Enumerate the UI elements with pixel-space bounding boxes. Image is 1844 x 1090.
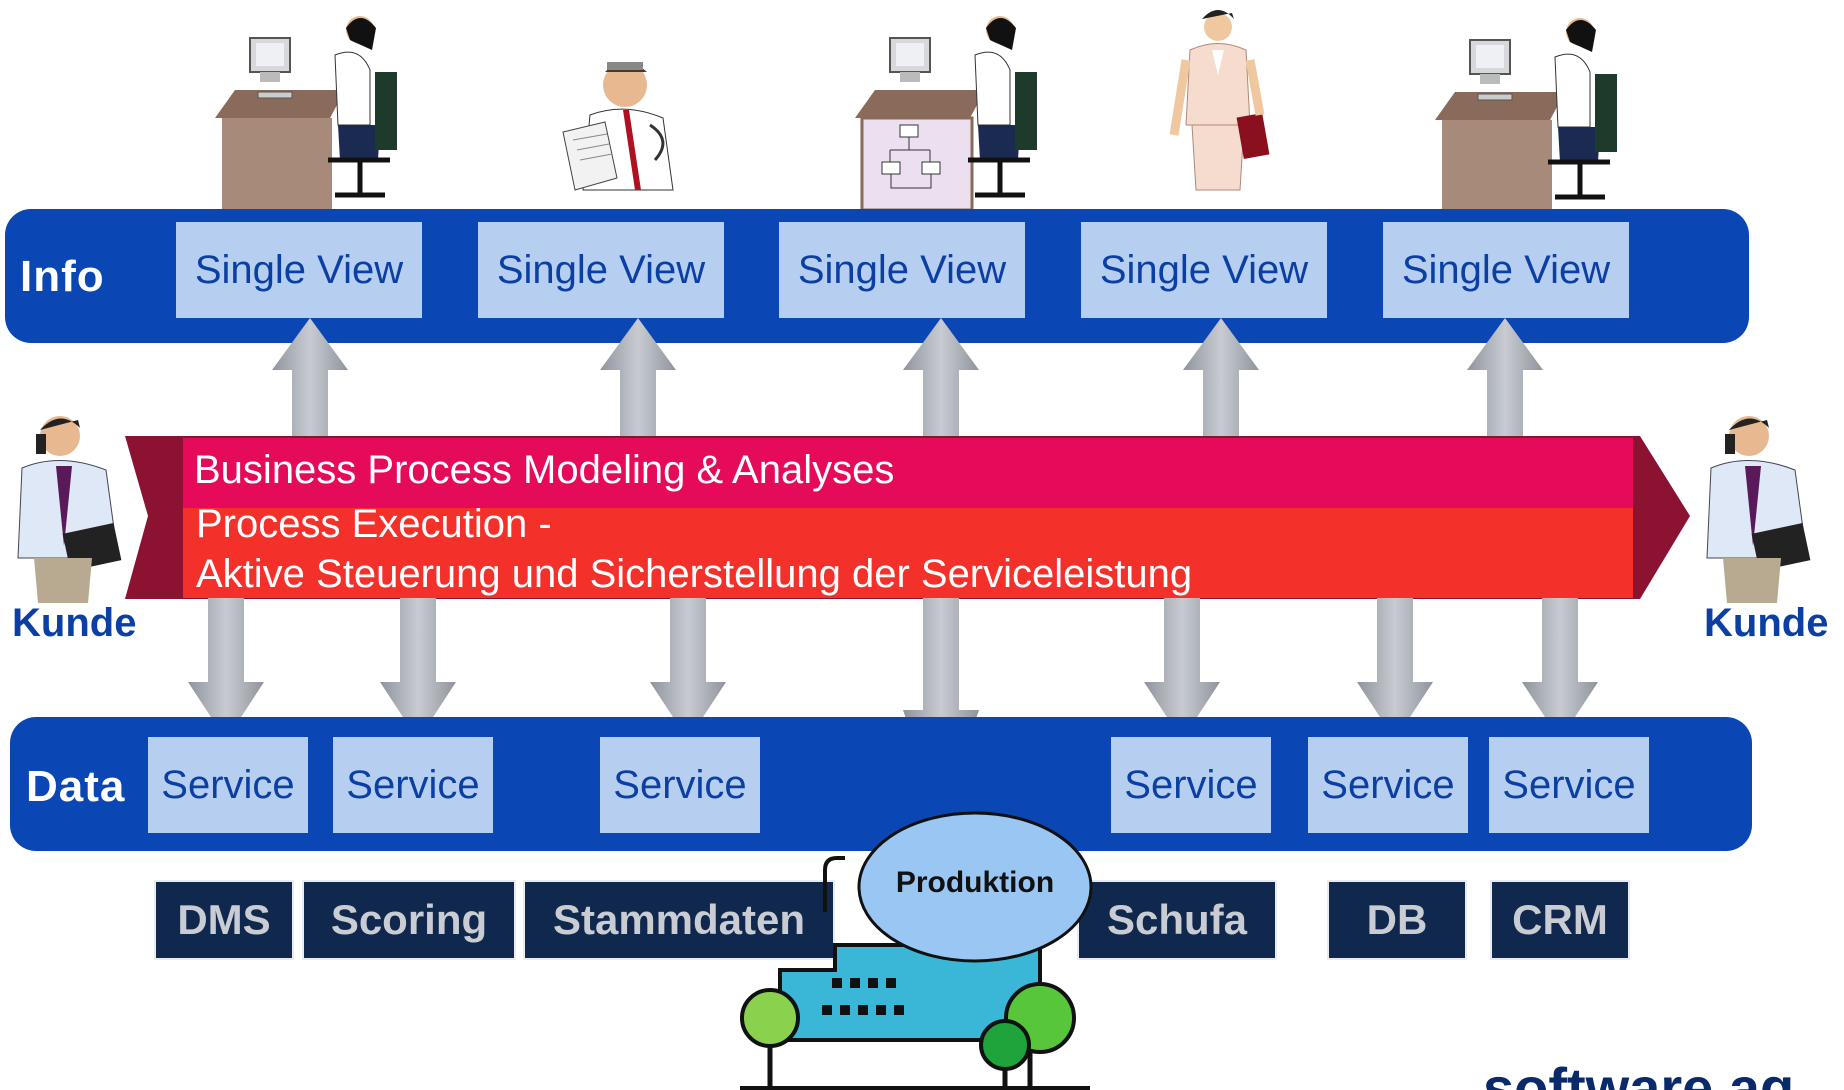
system-box-db[interactable]: DB (1327, 880, 1467, 960)
customer-phone-icon (1706, 416, 1811, 603)
execution-label-line2: Aktive Steuerung und Sicherstellung der … (196, 552, 1193, 596)
arrow-up-icon (1183, 318, 1259, 438)
software-ag-logo: software ag (1483, 1060, 1843, 1090)
businesswoman-icon (1169, 10, 1270, 191)
system-box-schufa[interactable]: Schufa (1077, 880, 1277, 960)
system-box-scoring[interactable]: Scoring (302, 880, 516, 960)
arrow-down-icon (650, 598, 726, 740)
arrow-up-icon (903, 318, 979, 438)
service-box[interactable]: Service (600, 737, 760, 833)
single-view-box[interactable]: Single View (478, 222, 724, 318)
data-label: Data (26, 762, 126, 811)
system-box-crm[interactable]: CRM (1490, 880, 1630, 960)
system-box-stammdaten[interactable]: Stammdaten (523, 880, 835, 960)
process-desk-icon (855, 16, 1037, 212)
single-view-box[interactable]: Single View (779, 222, 1025, 318)
arrow-down-icon (1357, 598, 1433, 740)
logo-text: software ag (1483, 1060, 1843, 1090)
production-label: Produktion (895, 866, 1055, 899)
arrow-down-icon (1144, 598, 1220, 740)
arrow-up-icon (272, 318, 348, 438)
service-box[interactable]: Service (1111, 737, 1271, 833)
single-view-box[interactable]: Single View (176, 222, 422, 318)
single-view-box[interactable]: Single View (1383, 222, 1629, 318)
arrow-down-icon (1522, 598, 1598, 740)
arrow-down-icon (380, 598, 456, 740)
arrow-up-icon (600, 318, 676, 438)
office-worker-icon (1435, 18, 1617, 215)
office-worker-icon (215, 16, 397, 213)
modeling-bar (183, 438, 1633, 508)
info-label: Info (20, 252, 105, 301)
arrow-up-icon (1467, 318, 1543, 438)
service-box[interactable]: Service (148, 737, 308, 833)
service-box[interactable]: Service (1489, 737, 1649, 833)
service-box[interactable]: Service (333, 737, 493, 833)
system-box-dms[interactable]: DMS (154, 880, 294, 960)
customer-label-right: Kunde (1704, 601, 1829, 645)
arrow-down-icon (188, 598, 264, 740)
modeling-label: Business Process Modeling & Analyses (194, 448, 895, 492)
single-view-box[interactable]: Single View (1081, 222, 1327, 318)
service-box[interactable]: Service (1308, 737, 1468, 833)
customer-label-left: Kunde (12, 601, 137, 645)
execution-bar (183, 508, 1633, 598)
customer-phone-icon (17, 416, 122, 603)
production-cloud (857, 811, 1093, 963)
execution-label-line1: Process Execution - (196, 502, 552, 546)
reading-man-icon (562, 62, 674, 191)
